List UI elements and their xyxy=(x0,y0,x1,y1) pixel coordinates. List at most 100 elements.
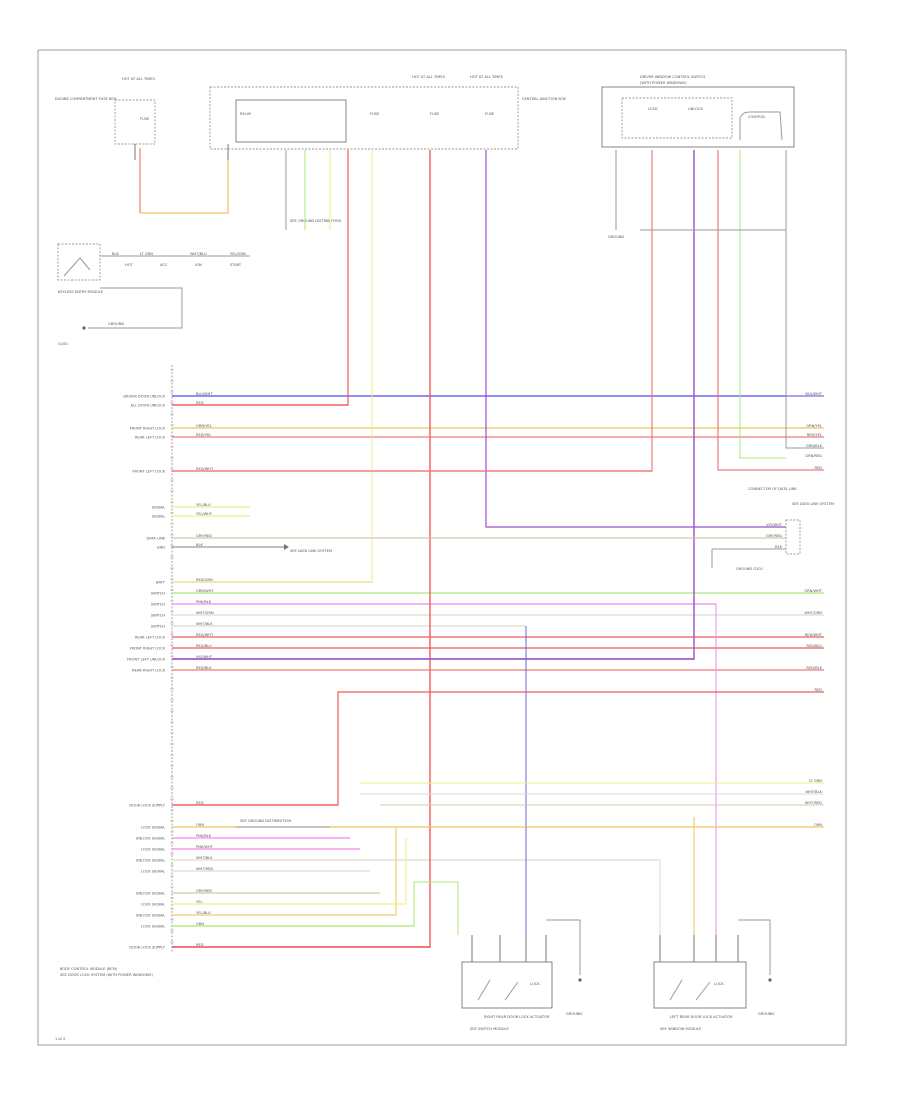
lock-switch-note: GROUND xyxy=(108,322,124,326)
wire-right-violet xyxy=(172,150,695,660)
right-label-4: GRN/RED xyxy=(805,454,822,458)
wire-red-supply-loop xyxy=(172,691,824,806)
left-actuator-label: LOCK xyxy=(530,982,540,986)
central-box-name: CENTRAL JUNCTION BOX xyxy=(522,97,566,101)
central-relay-label: RELAY xyxy=(240,112,252,116)
wire-central-yellow-b xyxy=(172,150,373,583)
central-hot-b: HOT AT ALL TIMES xyxy=(470,75,504,79)
bcm-pin-label-5: SIGNAL xyxy=(152,506,165,510)
connector-right-top: CONNECTOR OF DATA LINK xyxy=(748,487,797,491)
driver-switch-sub: (WITH POWER WINDOWS) xyxy=(640,81,687,85)
top-grounds: SEE GROUND DISTRIBUTION GROUND xyxy=(290,150,624,239)
driver-switch-name: DRIVER WINDOW CONTROL SWITCH xyxy=(640,75,705,79)
lock-switch-ground: G100 xyxy=(58,342,68,346)
lock-switch-r1-2: WHT/BLU xyxy=(190,252,207,256)
bcm-wire-color-26: YEL/BLU xyxy=(196,911,211,915)
wire-central-red-main xyxy=(172,150,431,948)
left-fuse-hot-label: HOT AT ALL TIMES xyxy=(122,77,156,81)
wire-left-fuse-orange xyxy=(140,160,229,214)
diagram-frame xyxy=(37,49,847,1046)
wire-central-red-a xyxy=(172,150,349,406)
wire-right-red-b xyxy=(717,150,824,471)
right-label-8: RED/WHT xyxy=(805,633,823,637)
bcm-wire-color-17: RED/BLK xyxy=(196,666,212,670)
bcm-wire-color-3: RED/YEL xyxy=(196,433,211,437)
right-label-0: BLU/WHT xyxy=(805,392,822,396)
central-fuse-a: FUSE xyxy=(370,112,380,116)
bcm-wire-color-16: VIO/WHT xyxy=(196,655,213,659)
connector-label-2: BLK xyxy=(775,545,782,549)
right-label-7: WHT/GRN xyxy=(804,611,822,615)
lock-switch-r1-3: YEL/GRN xyxy=(230,252,246,256)
bcm-pin-label-26: UNLOCK SIGNAL xyxy=(136,914,165,918)
bcm-wire-color-25: YEL xyxy=(196,900,202,904)
connector-label-1: GRY/RED xyxy=(766,534,782,538)
lock-switch-r2-2: IGN xyxy=(195,263,202,267)
wire-central-violet xyxy=(485,150,786,528)
bcm-pin-label-10: SWITCH xyxy=(151,592,165,596)
bcm-wire-color-22: WHT/BLK xyxy=(196,856,213,860)
right-ground: GROUND xyxy=(758,1012,774,1016)
left-rear-actuator: LEFT REAR DOOR LOCK ACTUATOR LOCK GROUND… xyxy=(653,919,774,1031)
bcm-pin-label-2: FRONT RIGHT LOCK xyxy=(130,427,166,431)
lock-switch-r2-1: ACC xyxy=(160,263,168,267)
wire-yellow-drop xyxy=(172,838,407,905)
bcm-pin-label-24: UNLOCK SIGNAL xyxy=(136,892,165,896)
right-label-9: RED/BLU xyxy=(806,644,822,648)
wire-right-red-a xyxy=(172,150,653,472)
gnd-right-text: GROUND xyxy=(608,235,624,239)
bcm-pin-label-16: FRONT LEFT UNLOCK xyxy=(127,658,166,662)
lock-switch-r1-0: BLK xyxy=(112,252,119,256)
bcm-pin-label-3: REAR LEFT LOCK xyxy=(135,436,166,440)
central-fuse-c: FUSE xyxy=(485,112,495,116)
bcm-wire-color-0: BLU/WHT xyxy=(196,392,213,396)
bcm-wire-color-9: RED/GRN xyxy=(196,578,213,582)
right-label-6: GRN/WHT xyxy=(804,589,822,593)
right-rear-actuator: RIGHT REAR DOOR LOCK ACTUATOR LOCK GROUN… xyxy=(461,919,582,1031)
bcm-pin-label-15: FRONT RIGHT LOCK xyxy=(130,647,166,651)
data-link-connector: CONNECTOR OF DATA LINK SEE DATA LINK SYS… xyxy=(172,487,834,571)
right-actuator-label: LOCK xyxy=(714,982,724,986)
right-label-2: RED/YEL xyxy=(807,433,822,437)
right-edge-labels: BLU/WHTORN/YELRED/YELGRN/BLKGRN/REDREDGR… xyxy=(804,392,822,827)
bcm-wire-color-20: PNK/BLK xyxy=(196,834,212,838)
wire-green-bottom xyxy=(172,881,459,935)
bcm-pin-label-23: LOCK SIGNAL xyxy=(141,870,165,874)
bcm-wire-color-1: RED xyxy=(196,401,204,405)
central-fuse-b: FUSE xyxy=(430,112,440,116)
driver-switch-unlock: UNLOCK xyxy=(688,107,704,111)
bcm-pin-label-0: DRIVER DOOR UNLOCK xyxy=(123,395,165,399)
gnd-left-text: SEE GROUND DISTRIBUTION xyxy=(290,219,341,223)
vertical-wires xyxy=(139,148,824,948)
bcm-wire-color-10: GRN/WHT xyxy=(196,589,214,593)
bcm-pin-label-9: BATT xyxy=(156,581,166,585)
driver-switch-control: CONTROL xyxy=(748,115,766,119)
right-label-14: WHT/RED xyxy=(805,801,822,805)
keyless-name: KEYLESS ENTRY MODULE xyxy=(58,290,104,294)
bottom-left-note: SEE SWITCH MODULE xyxy=(470,1027,510,1031)
page-footer-code: 1 of 2 xyxy=(55,1037,65,1041)
bcm-wire-color-12: WHT/GRN xyxy=(196,611,214,615)
wire-right-green-a xyxy=(739,150,786,459)
right-actuator-name: LEFT REAR DOOR LOCK ACTUATOR xyxy=(670,1015,733,1019)
gnd-center-text: SEE GROUND DISTRIBUTION xyxy=(240,819,291,823)
bcm-pin-label-13: SWITCH xyxy=(151,625,165,629)
left-ground: GROUND xyxy=(566,1012,582,1016)
driver-window-switch: DRIVER WINDOW CONTROL SWITCH (WITH POWER… xyxy=(601,75,795,148)
right-label-12: LT GRN xyxy=(809,779,822,783)
bcm-wire-color-7: GRY/RED xyxy=(196,534,212,538)
bottom-right-note: SEE WINDOW MODULE xyxy=(660,1027,702,1031)
bcm-wire-color-4: RED/WHT xyxy=(196,467,214,471)
bcm-wire-color-14: RED/WHT xyxy=(196,633,214,637)
bcm-wire-color-8: BLK xyxy=(196,543,203,547)
bcm-pin-label-8: GND xyxy=(157,546,165,550)
data-link-center: SEE DATA LINK SYSTEM xyxy=(290,549,332,553)
bcm-wire-color-23: WHT/RED xyxy=(196,867,213,871)
right-label-11: RED xyxy=(814,688,822,692)
right-label-13: WHT/BLK xyxy=(806,790,823,794)
bcm-pin-label-19: LOCK SIGNAL xyxy=(141,826,165,830)
bcm-wire-color-21: PNK/WHT xyxy=(196,845,214,849)
bcm-pin-label-20: UNLOCK SIGNAL xyxy=(136,837,165,841)
